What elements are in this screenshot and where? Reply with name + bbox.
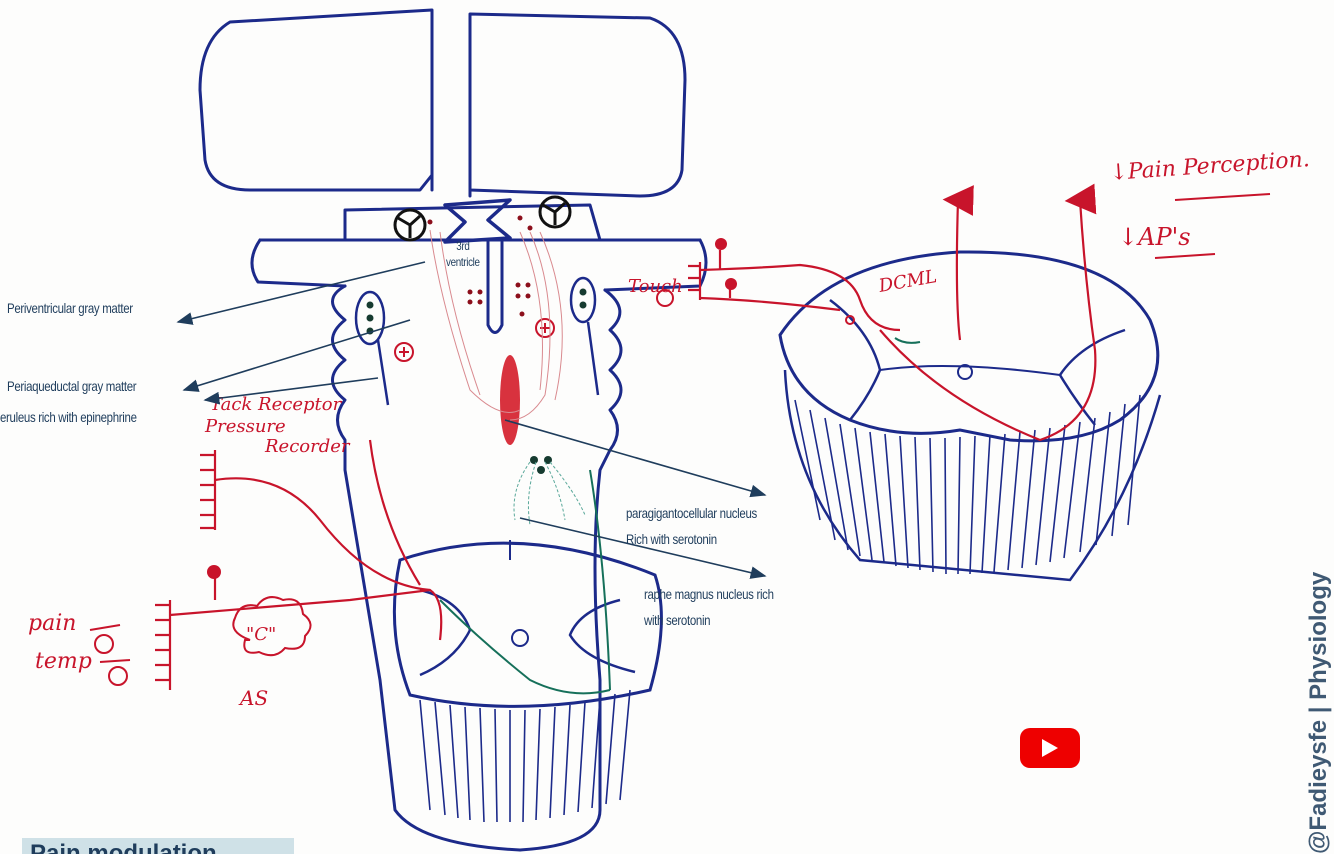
aps-text: ↓AP's <box>1118 223 1191 251</box>
caption-box: Pain modulation <box>22 838 294 854</box>
as-text: AS <box>238 686 268 710</box>
raphe-serotonin-label: with serotonin <box>644 612 710 628</box>
red-sensory-pathways <box>170 200 1095 640</box>
spinal-roots-right <box>795 395 1140 574</box>
youtube-play-button[interactable] <box>1020 728 1080 768</box>
third-ventricle-label: 3rd ventricle <box>446 238 480 270</box>
paragigantocellular-label: paragigantocellular nucleus <box>626 505 757 521</box>
paragigantocellular-serotonin-label: Rich with serotonin <box>626 531 717 547</box>
touch-text: Touch <box>628 276 683 297</box>
pain-perception-text: ↓Pain Perception. <box>1109 147 1311 186</box>
receptor-combs <box>155 262 700 690</box>
pain-text: pain <box>28 611 76 636</box>
dcml-text: DCML <box>876 266 938 297</box>
green-fibers <box>514 462 585 525</box>
coeruleus-label: eruleus rich with epinephrine <box>0 409 137 425</box>
pressure-text: Pressure <box>204 416 286 437</box>
caption-text: Pain modulation <box>30 842 217 854</box>
raphe-magnus-label: raphe magnus nucleus rich <box>644 586 774 602</box>
spinal-cord-section-center <box>394 540 661 706</box>
watermark-text: @Fadieysfe | Physiology <box>1305 374 1333 854</box>
c-fiber-text: "C" <box>246 624 276 645</box>
youtube-play-icon <box>1042 739 1058 757</box>
spinal-cord-section-right <box>780 252 1160 580</box>
periaqueductal-label: Periaqueductal gray matter <box>7 378 136 394</box>
temp-text: temp <box>35 649 92 674</box>
nucleus-dots <box>367 289 587 475</box>
periventricular-label: Periventricular gray matter <box>7 300 133 316</box>
recorder-text: Recorder <box>264 436 351 457</box>
